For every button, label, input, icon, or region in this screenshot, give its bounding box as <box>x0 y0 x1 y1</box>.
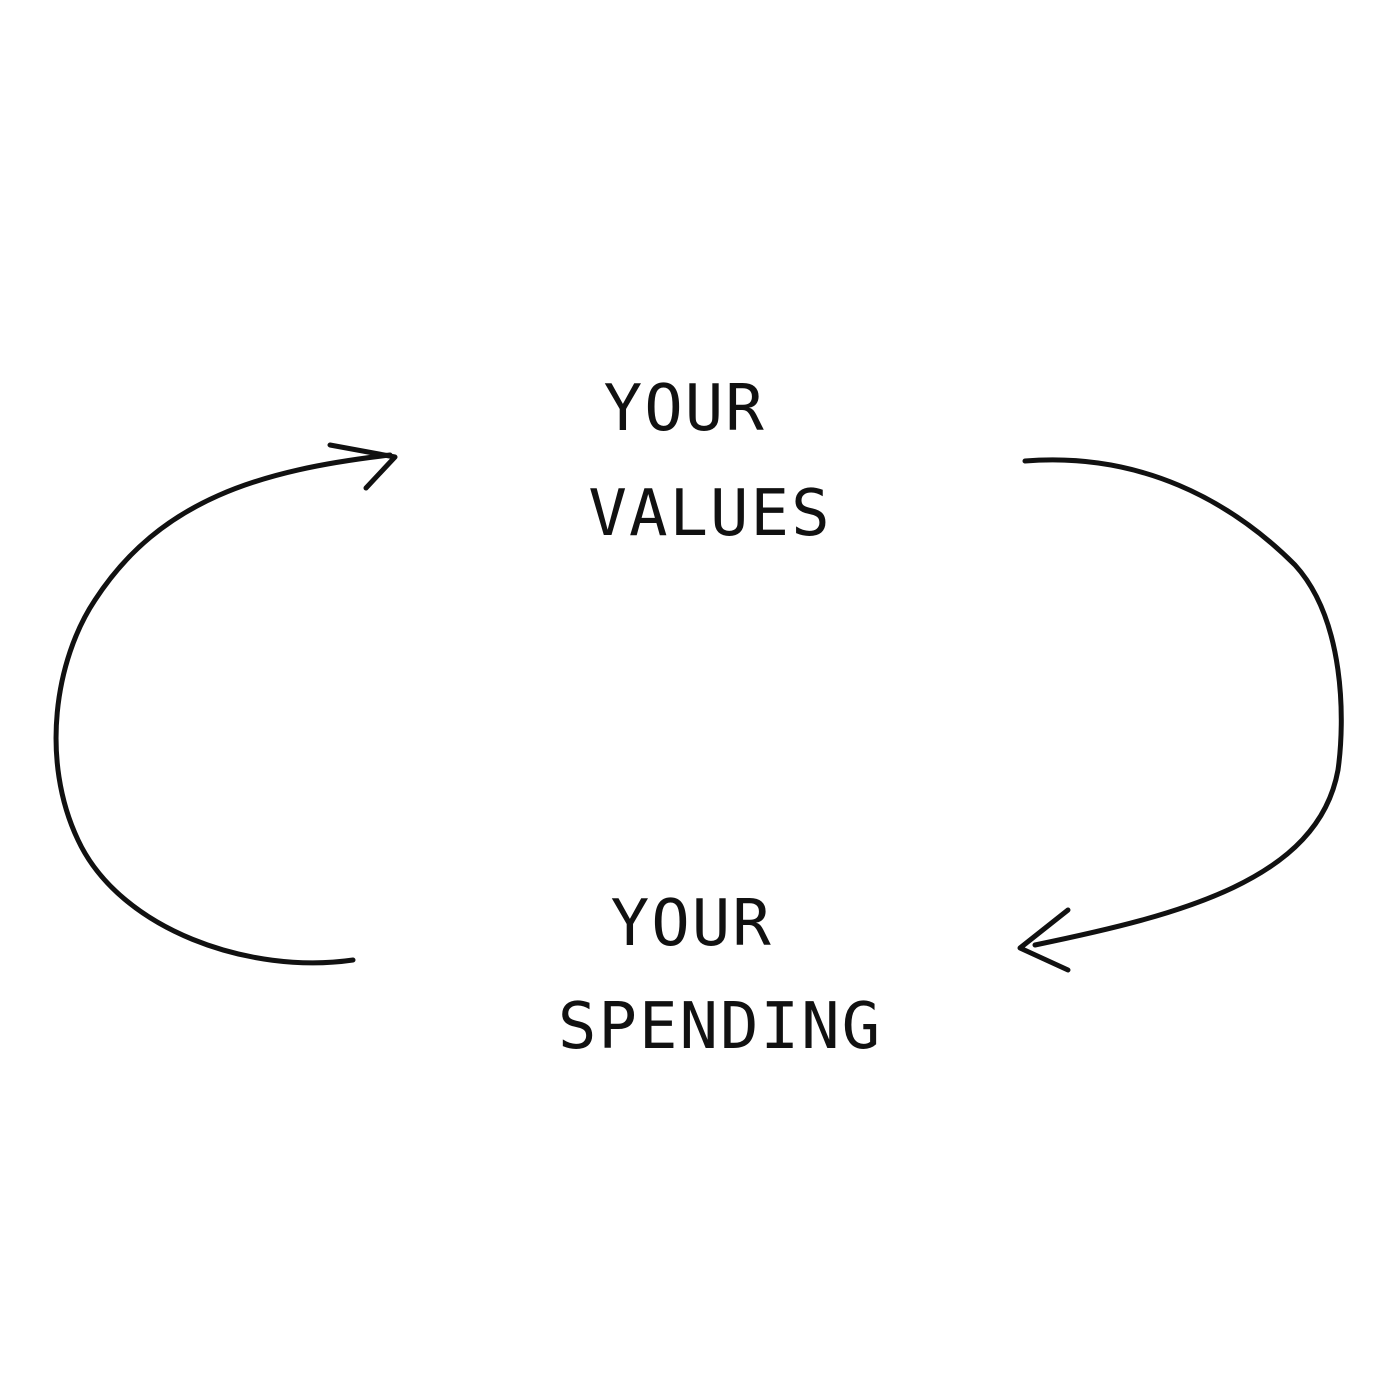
node-line: YOUR <box>604 372 766 446</box>
arrowhead-icon <box>1017 907 1071 973</box>
node-line: SPENDING <box>558 990 882 1064</box>
arrow-curve <box>53 452 393 966</box>
node-line: VALUES <box>588 477 831 551</box>
arrow-spending-to-values <box>53 442 398 966</box>
node-your-values: YOUR VALUES <box>588 372 831 551</box>
node-line: YOUR <box>611 887 773 961</box>
arrow-curve <box>1022 457 1344 948</box>
node-your-spending: YOUR SPENDING <box>558 887 882 1064</box>
arrowhead-icon <box>327 442 398 491</box>
arrow-values-to-spending <box>1017 457 1344 973</box>
